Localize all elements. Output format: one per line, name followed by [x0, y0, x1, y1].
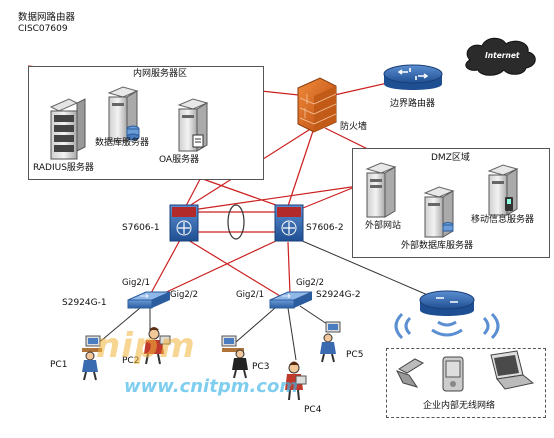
link-core2-acc2	[287, 241, 291, 295]
wireless-devices	[396, 350, 535, 392]
port-label-acc1-down: Gig2/2	[170, 290, 199, 300]
core-switch-2-label: S7606-2	[306, 223, 344, 233]
pc4-label: PC4	[304, 405, 322, 415]
link-core2-wireless	[299, 239, 431, 297]
firewall-icon	[297, 77, 337, 133]
diagram-title: 数据网路由器	[18, 12, 76, 23]
black-links	[95, 239, 431, 361]
pc2-label: PC2	[122, 356, 140, 366]
oa-server-icon	[177, 98, 209, 152]
link-fw-core2	[287, 127, 315, 207]
link-acc2-pc3	[235, 307, 276, 343]
external-db-server-label: 外部数据库服务器	[401, 241, 474, 251]
link-acc1-pc1	[95, 307, 141, 346]
oa-server-label: OA服务器	[159, 155, 200, 165]
database-server-icon	[107, 86, 140, 142]
watermark-url: www.cnitpm.com	[124, 376, 299, 397]
port-label-acc2-up: Gig2/2	[296, 278, 325, 288]
wireless-network-label: 企业内部无线网络	[423, 401, 496, 411]
access-switch-1-label: S2924G-1	[62, 298, 107, 308]
intranet-zone-title: 内网服务器区	[133, 69, 188, 79]
web-server-icon	[365, 162, 397, 218]
access-switch-2-label: S2924G-2	[316, 290, 361, 300]
dmz-servers	[365, 162, 519, 238]
intranet-servers	[49, 86, 209, 160]
external-database-server-icon	[423, 186, 455, 238]
access-switch-2-icon	[269, 291, 313, 309]
internet-label: Internet	[485, 51, 520, 60]
port-label-acc2-left: Gig2/1	[236, 290, 265, 300]
core-switch-1-icon	[169, 204, 199, 242]
core-switch-2-icon	[274, 204, 304, 242]
web-server-label: 外部网站	[365, 221, 402, 231]
link-core1-acc1	[149, 239, 181, 296]
diagram-subtitle: CISC07609	[18, 24, 68, 34]
wireless-network-zone: 企业内部无线网络	[386, 348, 546, 418]
watermark-logo: nipm	[96, 326, 196, 366]
pc1-label: PC1	[50, 360, 68, 370]
pda-icon	[442, 356, 464, 392]
radius-server-icon	[49, 98, 86, 160]
link-acc2-pc5	[299, 305, 331, 327]
edge-router-icon	[383, 64, 443, 90]
core-switch-1-label: S7606-1	[122, 223, 160, 233]
laptop-icon	[490, 350, 535, 390]
link-core1-acc2	[187, 239, 281, 297]
dmz-zone-title: DMZ区域	[431, 153, 470, 163]
dmz-zone: DMZ区域 外部网站 外部数据库服务器 移动信息服务器	[352, 148, 550, 258]
radius-server-label: RADIUS服务器	[33, 163, 94, 173]
internet-cloud	[465, 37, 536, 76]
firewall-label: 防火墙	[340, 122, 368, 132]
edge-router-label: 边界路由器	[390, 99, 436, 109]
mobile-info-server-icon	[487, 164, 519, 216]
pc3-label: PC3	[252, 362, 270, 372]
database-server-label: 数据库服务器	[95, 138, 150, 148]
link-core2-acc1	[157, 239, 279, 297]
access-switch-1-icon	[127, 291, 171, 309]
wireless-access-point-icon	[394, 290, 500, 340]
intranet-server-zone: 内网服务器区	[28, 66, 264, 180]
port-channel-ellipse	[227, 204, 245, 240]
link-acc2-pc4	[287, 307, 297, 361]
port-label-acc1-up: Gig2/1	[122, 278, 151, 288]
flip-phone-icon	[396, 358, 425, 388]
mobile-server-label: 移动信息服务器	[471, 215, 535, 225]
pc5-label: PC5	[346, 350, 364, 360]
link-dmz-core1	[191, 183, 373, 211]
